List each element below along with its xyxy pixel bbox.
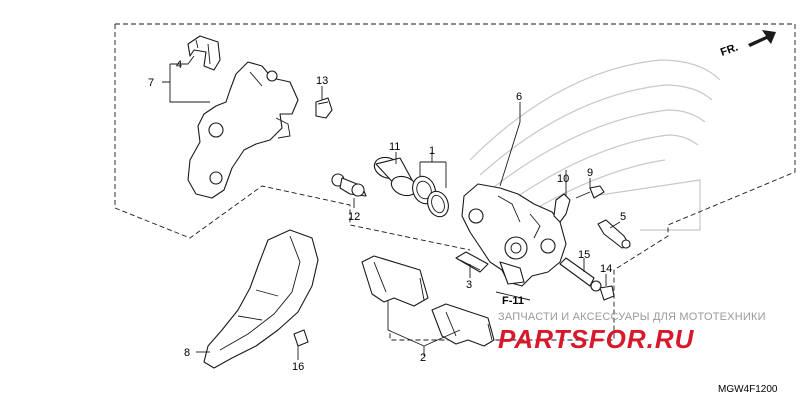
front-direction-label: FR. [719,41,740,58]
part-piston [373,156,418,197]
part-piston-seals [412,175,449,218]
part-brake-pads [361,255,495,347]
watermark-brand: PARTSFOR.RU [498,324,695,354]
callout-labels: 4 7 13 6 11 1 10 9 12 5 3 15 14 8 2 16 F… [148,41,778,395]
part-caliper-body [461,183,567,287]
part-bleeder-valve [553,185,605,223]
callout-5: 5 [620,211,626,223]
part-cover-bolt [293,329,309,354]
callout-10: 10 [557,173,569,185]
callout-3: 3 [466,279,472,291]
callout-1: 1 [429,145,435,157]
callout-6: 6 [516,91,522,103]
callout-11: 11 [389,141,400,153]
part-caliper-bracket [187,61,299,199]
callout-15: 15 [578,249,590,261]
part-disc-cover [203,229,319,369]
reference-label: F-11 [502,295,524,307]
callout-2: 2 [420,352,426,364]
watermark-tagline: ЗАПЧАСТИ И АКСЕССУАРЫ ДЛЯ МОТОТЕХНИКИ [498,311,766,323]
callout-13: 13 [316,75,328,87]
part-bleeder-cap [315,97,333,119]
part-pad-spring-clip [187,35,221,71]
callout-4: 4 [176,59,182,71]
part-pad-retainer [455,251,489,273]
part-code: MGW4F1200 [718,384,778,395]
callout-14: 14 [600,263,612,275]
part-pin-plug [599,285,615,301]
part-slide-pin [559,257,602,292]
watermark: ЗАПЧАСТИ И АКСЕССУАРЫ ДЛЯ МОТОТЕХНИКИ PA… [498,311,766,354]
callout-7: 7 [148,77,154,89]
callout-9: 9 [587,167,593,179]
callout-8: 8 [184,347,190,359]
callout-12: 12 [348,211,360,223]
part-pad-pin [597,219,631,249]
part-pin-bolt [331,173,367,197]
front-direction-indicator [748,30,776,47]
leader-lines [162,55,621,360]
callout-16: 16 [292,361,304,373]
